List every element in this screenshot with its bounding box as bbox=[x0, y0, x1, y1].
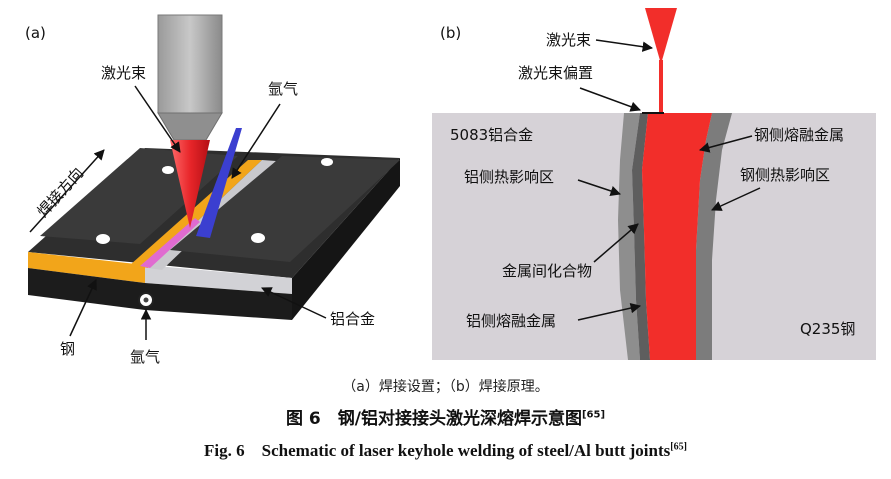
laser-beam-b bbox=[645, 8, 677, 64]
label-laser-beam-b: 激光束 bbox=[546, 31, 591, 49]
label-argon-top: 氩气 bbox=[268, 80, 298, 98]
label-argon-bottom: 氩气 bbox=[130, 348, 160, 366]
label-laser-beam-a: 激光束 bbox=[101, 64, 146, 82]
label-al-side-haz: 铝侧热影响区 bbox=[464, 168, 554, 186]
figure-title-cn: 图 6 钢/铝对接接头激光深熔焊示意图[65] bbox=[0, 404, 891, 429]
label-steel-side-fusion: 钢侧熔融金属 bbox=[754, 126, 844, 144]
label-steel-side-haz: 钢侧热影响区 bbox=[740, 166, 830, 184]
al-haz-region bbox=[618, 113, 640, 360]
subcaption: （a）焊接设置；（b）焊接原理。 bbox=[342, 379, 549, 395]
panel-b: (b) 激光束 激光束偏置 5083铝合金 钢侧熔融金属 铝侧热影响区 钢侧热影… bbox=[432, 8, 876, 360]
panel-a: (a) bbox=[25, 14, 400, 366]
figure-title-cn-text: 图 6 钢/铝对接接头激光深熔焊示意图 bbox=[285, 409, 582, 429]
panel-a-tag: (a) bbox=[25, 24, 46, 42]
workpiece-plates bbox=[28, 148, 400, 320]
figure-title-cn-ref: [65] bbox=[581, 409, 606, 421]
laser-nozzle bbox=[157, 14, 223, 141]
fusion-zone bbox=[642, 113, 712, 360]
label-beam-offset: 激光束偏置 bbox=[518, 64, 593, 82]
intermetallic-layer bbox=[632, 113, 650, 360]
figure-title-en-text: Fig. 6 Schematic of laser keyhole weldin… bbox=[204, 441, 671, 460]
weld-bead bbox=[140, 218, 200, 268]
steel-plate-front bbox=[28, 252, 145, 283]
label-steel: 钢 bbox=[60, 340, 75, 358]
label-al-5083: 5083铝合金 bbox=[450, 126, 533, 144]
panel-b-tag: (b) bbox=[440, 24, 461, 42]
label-aluminum-alloy: 铝合金 bbox=[330, 310, 375, 328]
aluminum-plate-front bbox=[145, 265, 292, 294]
label-al-side-fusion: 铝侧熔融金属 bbox=[466, 312, 556, 330]
figure-title-en-ref: [65] bbox=[670, 441, 687, 453]
label-intermetallic: 金属间化合物 bbox=[502, 262, 592, 280]
laser-cone bbox=[170, 140, 210, 228]
argon-nozzle bbox=[196, 128, 242, 238]
figure-title-en: Fig. 6 Schematic of laser keyhole weldin… bbox=[0, 436, 891, 461]
label-q235-steel: Q235钢 bbox=[800, 320, 855, 338]
steel-haz-region bbox=[696, 113, 732, 360]
